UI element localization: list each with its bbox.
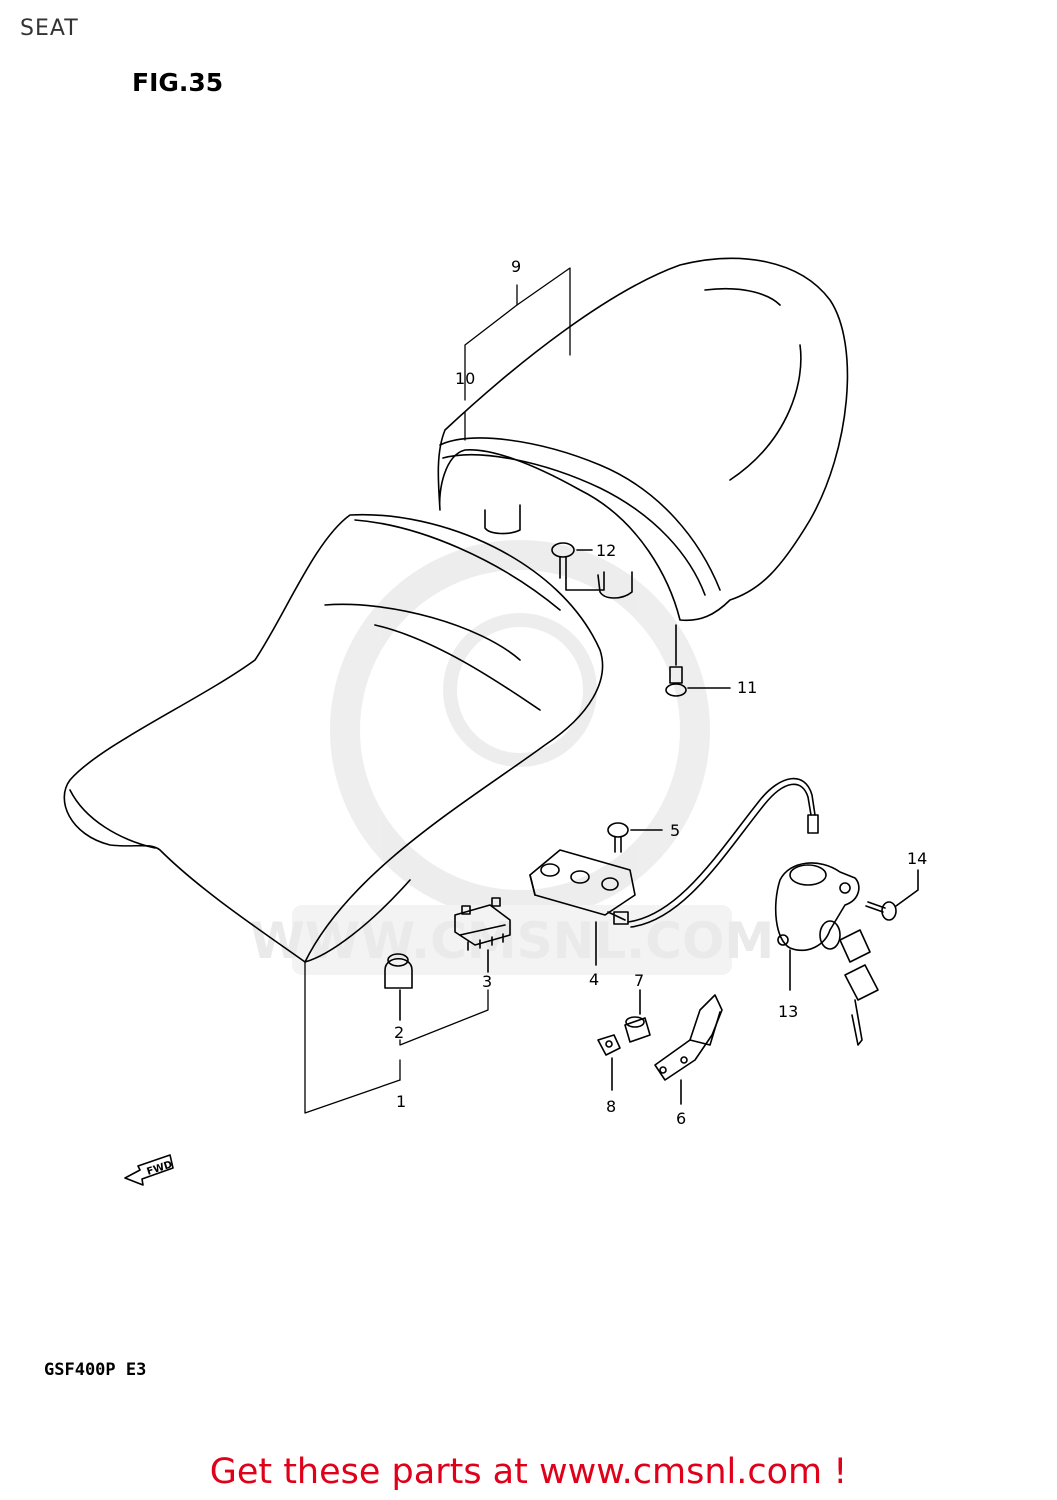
part-13-seat-lock bbox=[774, 862, 879, 1046]
callout-4: 4 bbox=[589, 970, 599, 989]
part-2-cushion bbox=[384, 953, 413, 1021]
direction-marker bbox=[124, 1154, 174, 1186]
part-1-front-seat bbox=[63, 513, 604, 963]
callout-7: 7 bbox=[634, 971, 644, 990]
callout-labels: 1 2 3 4 5 6 7 8 9 10 11 12 13 14 bbox=[394, 257, 927, 1128]
callout-11: 11 bbox=[737, 678, 757, 697]
callout-5: 5 bbox=[670, 821, 680, 840]
part-5-screw bbox=[607, 822, 663, 853]
part-8-nut bbox=[597, 1034, 621, 1091]
callout-12: 12 bbox=[596, 541, 616, 560]
callout-8: 8 bbox=[606, 1097, 616, 1116]
watermark-text: WWW.CMSNL.COM bbox=[250, 912, 775, 970]
callout-2: 2 bbox=[394, 1023, 404, 1042]
callout-14: 14 bbox=[907, 849, 927, 868]
callout-bracket-9-10 bbox=[464, 267, 571, 441]
part-7-spacer bbox=[624, 989, 651, 1043]
callout-9: 9 bbox=[511, 257, 521, 276]
callout-3: 3 bbox=[482, 972, 492, 991]
part-11-bolt bbox=[665, 624, 731, 697]
part-14-screw bbox=[865, 869, 919, 921]
part-6-bracket bbox=[654, 994, 723, 1105]
part-12-screw bbox=[551, 542, 605, 591]
watermark: WWW.CMSNL.COM bbox=[250, 540, 775, 975]
callout-1: 1 bbox=[396, 1092, 406, 1111]
part-4-seat-lock-bracket bbox=[529, 777, 819, 966]
promo-banner-link[interactable]: Get these parts at www.cmsnl.com ! bbox=[209, 1452, 848, 1492]
model-code: GSF400P E3 bbox=[44, 1360, 147, 1380]
callout-13: 13 bbox=[778, 1002, 798, 1021]
part-3-damper bbox=[454, 897, 511, 973]
figure-label: FIG.35 bbox=[132, 68, 224, 97]
part-10-rear-seat bbox=[437, 257, 849, 622]
forward-arrow-icon bbox=[124, 1154, 174, 1186]
callout-bracket-1-2-3 bbox=[304, 961, 489, 1114]
page-title: SEAT bbox=[20, 16, 79, 41]
callout-6: 6 bbox=[676, 1109, 686, 1128]
callout-10: 10 bbox=[455, 369, 475, 388]
